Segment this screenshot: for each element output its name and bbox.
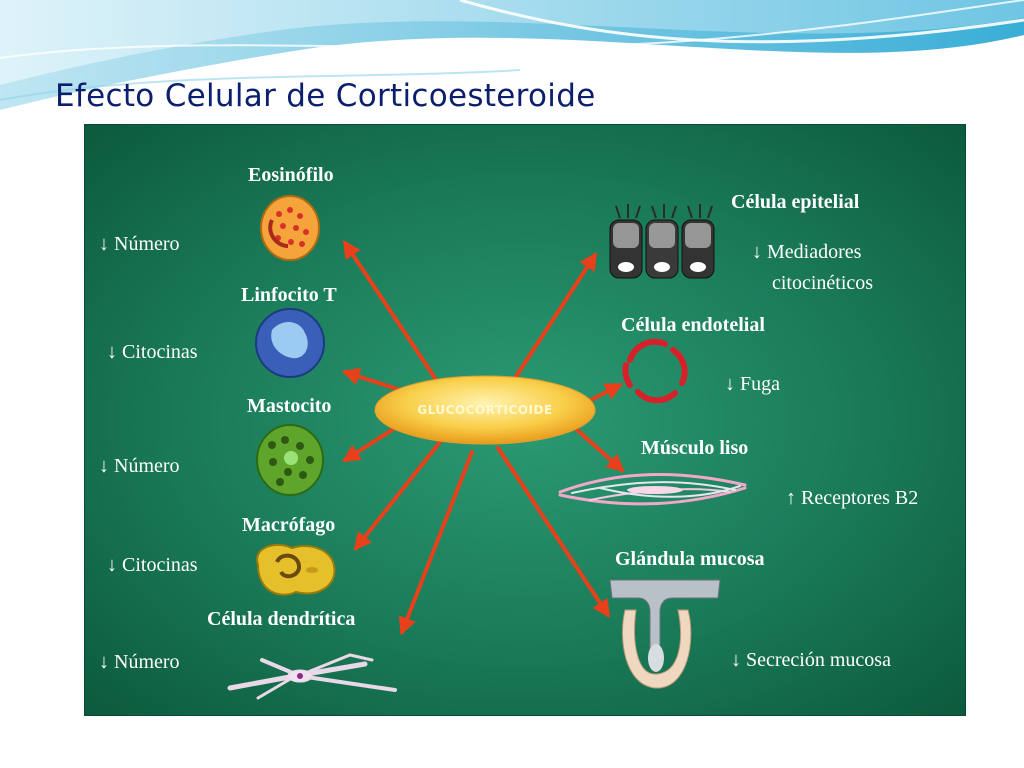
cell-name-musculo-liso: Músculo liso: [641, 437, 749, 459]
arrow-glandula: [496, 446, 610, 619]
effect-eosinofilo: ↓ Número: [99, 233, 180, 255]
effect-celula-endotelial: ↓ Fuga: [725, 373, 780, 395]
effect-celula-dendritica: ↓ Número: [99, 651, 180, 673]
slide-title: Efecto Celular de Corticoesteroide: [55, 78, 596, 114]
arrow-linfocito: [341, 367, 402, 392]
arrow-dendritica: [398, 450, 474, 636]
effect-macrofago: ↓ Citocinas: [107, 554, 198, 576]
center-ellipse: [374, 375, 596, 445]
dendritic-cell-icon: [227, 653, 397, 700]
arrow-musculo: [573, 426, 625, 473]
arrow-epitelial: [513, 251, 597, 380]
effect-mastocito: ↓ Número: [99, 455, 180, 477]
header-wave-decoration: [0, 0, 1024, 110]
mucous-gland-icon: [609, 579, 721, 689]
arrow-eosinofilo: [343, 240, 437, 380]
cell-name-glandula-mucosa: Glándula mucosa: [615, 548, 765, 570]
lymphocyte-icon: [255, 308, 325, 378]
epithelial-cell-icon: [609, 204, 715, 279]
cell-name-celula-epitelial: Célula epitelial: [731, 191, 860, 213]
eosinophil-icon: [260, 195, 320, 261]
cell-name-linfocito-t: Linfocito T: [241, 284, 337, 306]
effect-celula-epitelial: ↓ Mediadores citocinéticos: [752, 241, 874, 294]
macrophage-icon: [256, 543, 336, 596]
cell-name-macrofago: Macrófago: [242, 514, 336, 536]
cell-name-celula-dendritica: Célula dendrítica: [207, 608, 356, 630]
cell-name-eosinofilo: Eosinófilo: [248, 164, 334, 186]
smooth-muscle-icon: [558, 473, 747, 506]
cell-name-celula-endotelial: Célula endotelial: [621, 314, 765, 336]
arrow-macrofago: [353, 440, 442, 551]
arrow-mastocito: [341, 426, 397, 462]
center-node-label: GLUCOCORTICOIDE: [417, 403, 553, 417]
cell-name-mastocito: Mastocito: [247, 395, 332, 417]
effect-linfocito-t: ↓ Citocinas: [107, 341, 198, 363]
mast-cell-icon: [256, 424, 324, 496]
effect-musculo-liso: ↑ Receptores B2: [786, 487, 919, 509]
endothelial-cell-icon: [622, 338, 688, 404]
effect-glandula-mucosa: ↓ Secreción mucosa: [731, 649, 891, 671]
